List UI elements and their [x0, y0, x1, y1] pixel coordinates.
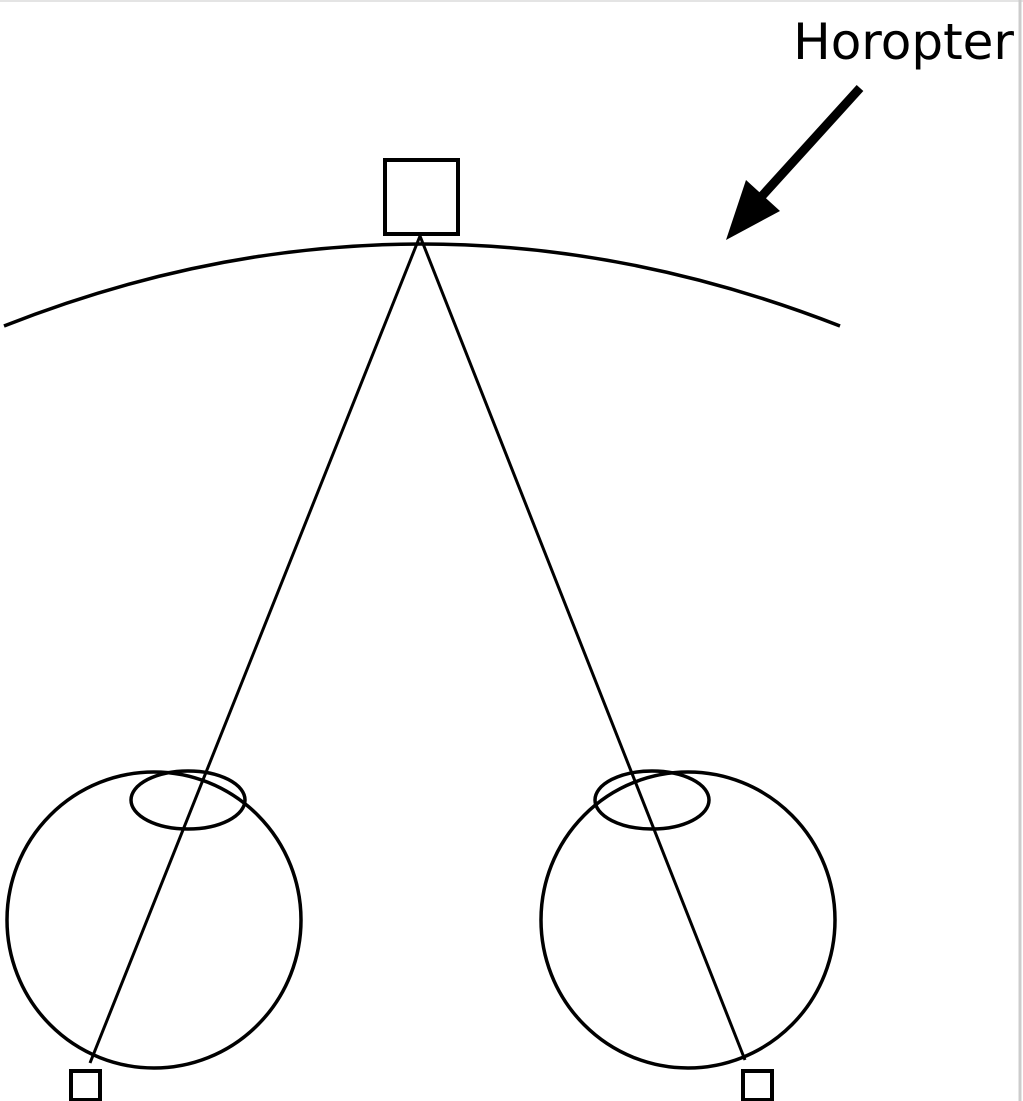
right-eyeball [539, 770, 837, 1070]
left-lens [129, 769, 247, 831]
left-visual-line [88, 235, 422, 1064]
horopter-arc [3, 242, 841, 328]
arrow-head [726, 180, 780, 240]
left-eyeball [5, 770, 303, 1070]
fixation-object [383, 158, 460, 236]
arrow-shaft [758, 84, 864, 200]
right-visual-line [418, 235, 747, 1061]
left-eye [5, 769, 303, 1070]
right-eye [539, 769, 837, 1070]
right-lens [593, 769, 711, 831]
right-retinal-image [741, 1069, 774, 1101]
left-retinal-image [69, 1069, 102, 1101]
arrow-icon [726, 84, 864, 240]
horopter-label: Horopter [793, 13, 1014, 71]
